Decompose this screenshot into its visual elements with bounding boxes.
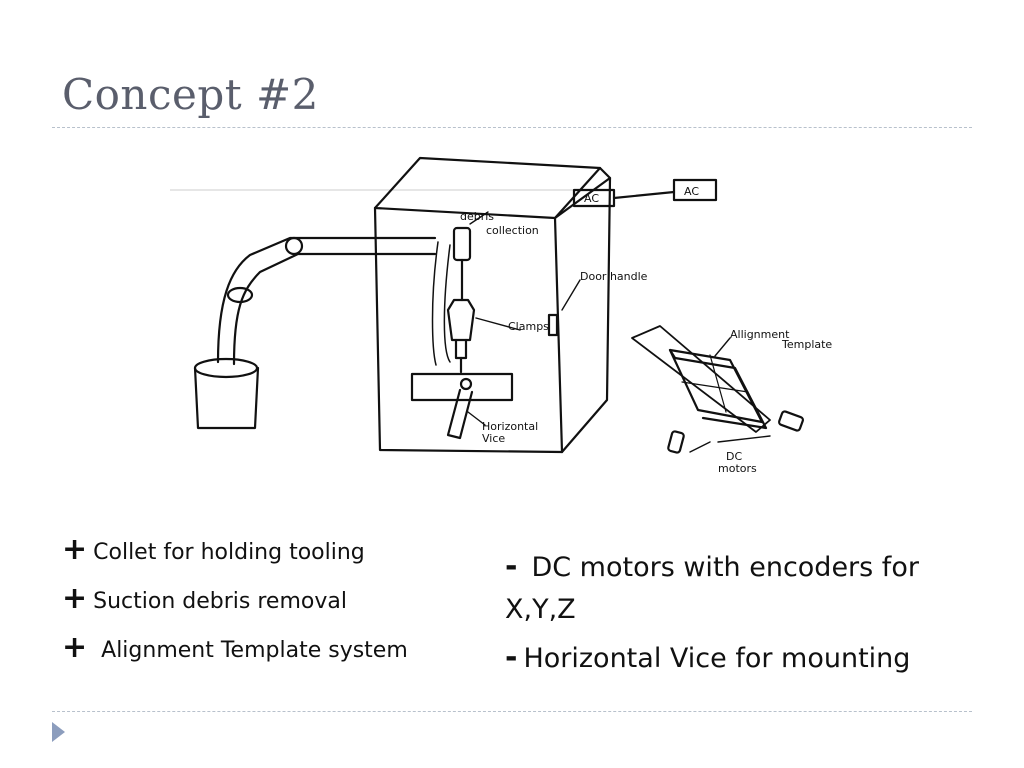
pro-text-suction: Suction debris removal [93,589,347,614]
label-door-handle: Door handle [580,270,648,283]
pro-item-collet: +Collet for holding tooling [62,532,482,567]
pros-list: +Collet for holding tooling +Suction deb… [62,532,482,679]
label-debris: debris [460,210,494,223]
play-arrow-icon[interactable] [52,722,65,742]
minus-marker: - [505,640,518,675]
label-dc: DC [726,450,742,463]
pro-item-alignment: + Alignment Template system [62,630,482,665]
label-vice: Vice [482,432,505,445]
label-ac-left: AC [584,192,599,205]
pro-text-collet: Collet for holding tooling [93,540,365,565]
pro-item-suction: +Suction debris removal [62,581,482,616]
machine-sketch: debris collection Door handle Clamps Hor… [170,156,832,475]
footer-divider [52,711,972,712]
con-text-vice: Horizontal Vice for mounting [523,643,911,674]
plus-marker: + [62,581,88,616]
slide-title: Concept #2 [62,70,319,119]
label-collection: collection [486,224,539,237]
label-horizontal: Horizontal [482,420,538,433]
label-clamps: Clamps [508,320,549,333]
cons-list: -DC motors with encoders for X,Y,Z -Hori… [505,546,975,686]
label-template: Template [781,338,832,351]
con-item-vice: -Horizontal Vice for mounting [505,637,975,680]
label-alignment: Allignment [730,328,790,341]
title-divider [52,127,972,128]
minus-marker: - [505,549,518,584]
label-motors: motors [718,462,757,475]
label-ac-right: AC [684,185,699,198]
plus-marker: + [62,630,88,665]
con-item-dc-motors: -DC motors with encoders for X,Y,Z [505,546,975,631]
con-text-dc-motors: DC motors with encoders for X,Y,Z [505,552,919,625]
plus-marker: + [62,532,88,567]
pro-text-alignment: Alignment Template system [101,638,408,663]
